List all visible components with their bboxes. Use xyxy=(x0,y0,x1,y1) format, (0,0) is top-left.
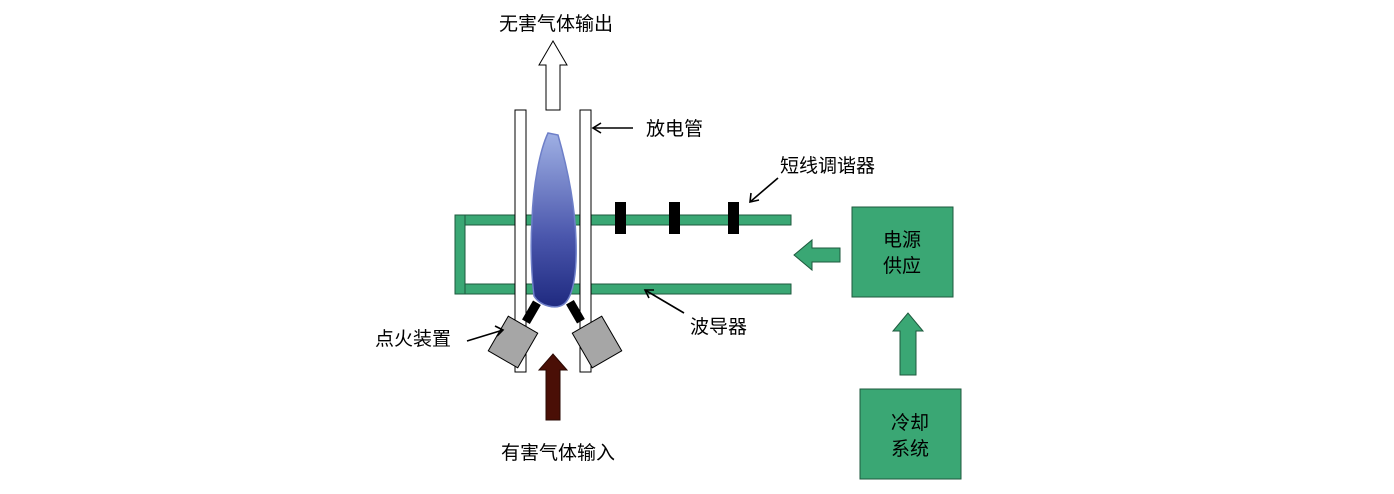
power-supply-box xyxy=(851,206,954,298)
discharge-tube-label: 放电管 xyxy=(646,118,703,140)
igniter-connector-right xyxy=(566,299,585,324)
waveguide-pointer-head xyxy=(643,289,654,299)
igniter-pointer-head xyxy=(494,325,505,337)
igniter-body-left xyxy=(487,315,539,369)
waveguide-label: 波导器 xyxy=(690,316,747,338)
gas-input-arrow xyxy=(537,353,569,421)
gas-input-label: 有害气体输入 xyxy=(501,442,615,464)
discharge-tube xyxy=(514,109,592,373)
cooling-to-power-arrow xyxy=(891,312,925,376)
igniter-body-right xyxy=(571,315,623,369)
igniter-connector-left xyxy=(522,300,541,325)
stub-tuner-block xyxy=(615,202,626,234)
stub-tuner-block xyxy=(728,202,739,234)
discharge-tube-left-wall xyxy=(514,109,527,373)
cooling-system-label-line2: 系统 xyxy=(891,438,929,460)
igniter-pointer xyxy=(466,329,504,342)
gas-output-arrow xyxy=(538,40,568,111)
power-supply-label-line1: 电源 xyxy=(883,229,921,251)
waveguide-bottom-bar xyxy=(454,283,792,295)
discharge-tube-pointer-head xyxy=(591,122,602,134)
igniter-label: 点火装置 xyxy=(375,328,451,350)
stub-tuner-pointer xyxy=(749,177,779,203)
cooling-system-label-line1: 冷却 xyxy=(891,412,929,434)
plasma-flame xyxy=(530,132,577,308)
stub-tuners xyxy=(615,202,739,234)
discharge-tube-right-wall xyxy=(579,109,592,373)
gas-output-label: 无害气体输出 xyxy=(499,13,613,35)
power-to-waveguide-arrow xyxy=(793,238,841,272)
stub-tuner-block xyxy=(669,202,680,234)
waveguide-pointer xyxy=(644,289,685,314)
igniters xyxy=(487,299,623,369)
cooling-system-box xyxy=(859,388,962,480)
waveguide-end-cap xyxy=(454,214,466,295)
pointer-lines xyxy=(466,122,779,342)
power-supply-label-line2: 供应 xyxy=(883,255,921,277)
stub-tuner-pointer-head xyxy=(749,192,760,204)
stub-tuner-label: 短线调谐器 xyxy=(780,155,875,177)
